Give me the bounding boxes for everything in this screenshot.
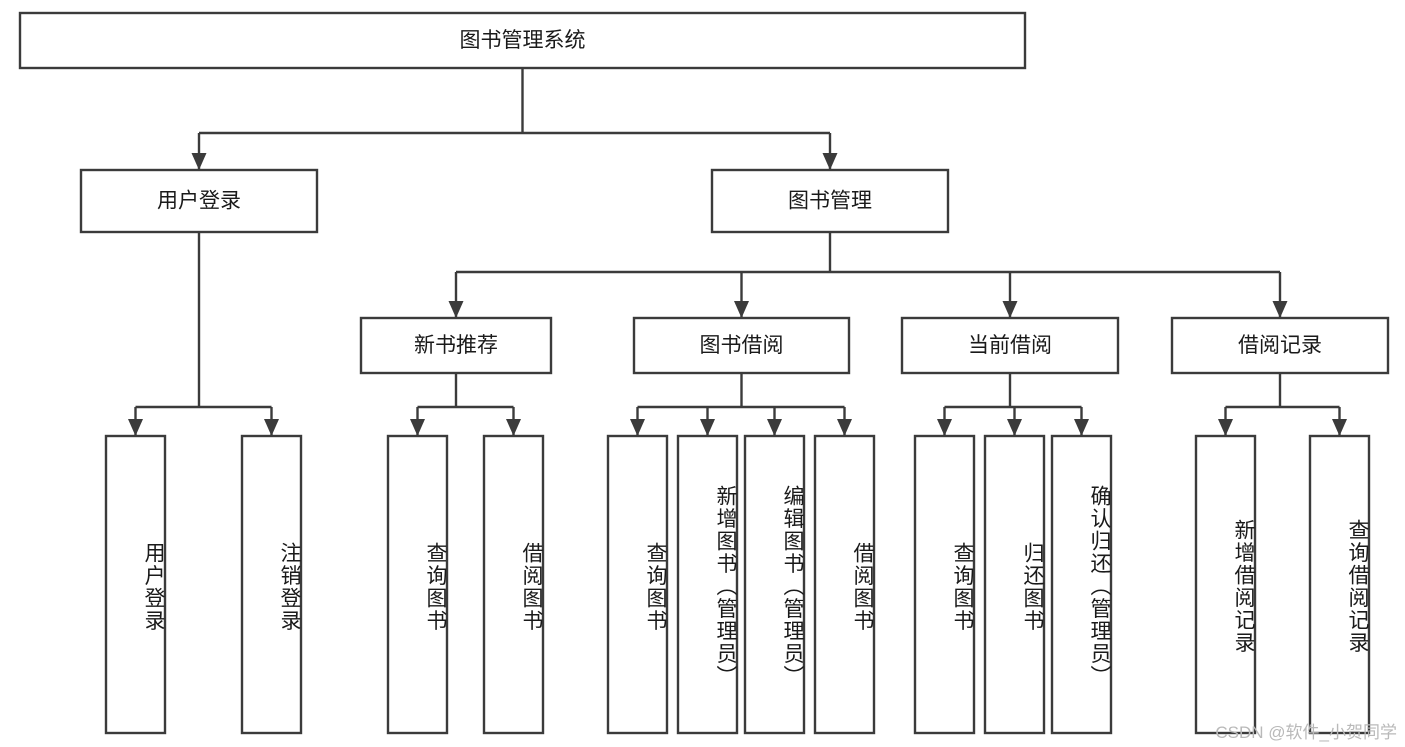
arrow-head-icon	[506, 419, 521, 436]
node-leaf-add-book[interactable]	[676, 434, 739, 735]
node-current-borrow[interactable]	[900, 316, 1120, 375]
node-new-book-rec[interactable]	[359, 316, 553, 375]
node-leaf-query-book-rec[interactable]	[386, 434, 449, 735]
arrow-head-icon	[837, 419, 852, 436]
node-leaf-borrow-book-rec[interactable]	[482, 434, 545, 735]
arrow-head-icon	[767, 419, 782, 436]
arrow-head-icon	[264, 419, 279, 436]
node-label-book-manage: 图书管理	[788, 190, 872, 213]
arrow-head-icon	[1218, 419, 1233, 436]
arrow-head-icon	[1002, 301, 1018, 318]
node-label-current-borrow: 当前借阅	[968, 334, 1052, 357]
arrow-head-icon	[700, 419, 715, 436]
node-label-borrow-record: 借阅记录	[1238, 334, 1322, 357]
arrow-head-icon	[410, 419, 425, 436]
node-leaf-confirm-return[interactable]	[1050, 434, 1113, 735]
arrow-head-icon	[448, 301, 464, 318]
arrow-head-icon	[822, 153, 838, 170]
node-leaf-borrow-book[interactable]	[813, 434, 876, 735]
node-leaf-query-book-borrow[interactable]	[606, 434, 669, 735]
arrow-head-icon	[128, 419, 143, 436]
arrow-head-icon	[1332, 419, 1347, 436]
arrow-head-icon	[191, 153, 207, 170]
node-borrow-record[interactable]	[1170, 316, 1390, 375]
node-user-login[interactable]	[79, 168, 319, 234]
connectors-layer	[128, 68, 1347, 436]
arrow-head-icon	[937, 419, 952, 436]
arrow-head-icon	[1007, 419, 1022, 436]
arrow-head-icon	[1074, 419, 1089, 436]
node-leaf-return-book[interactable]	[983, 434, 1046, 735]
node-leaf-user-login[interactable]	[104, 434, 167, 735]
node-label-new-book-rec: 新书推荐	[414, 334, 498, 357]
watermark: CSDN @软件_小贺同学	[1215, 723, 1397, 742]
node-leaf-edit-book[interactable]	[743, 434, 806, 735]
boxes-layer	[18, 11, 1390, 735]
node-root[interactable]	[18, 11, 1027, 70]
node-leaf-add-record[interactable]	[1194, 434, 1257, 735]
node-leaf-query-book-cur[interactable]	[913, 434, 976, 735]
arrow-head-icon	[1272, 301, 1288, 318]
node-leaf-query-record[interactable]	[1308, 434, 1371, 735]
node-book-borrow[interactable]	[632, 316, 851, 375]
node-book-manage[interactable]	[710, 168, 950, 234]
node-leaf-user-logout[interactable]	[240, 434, 303, 735]
arrow-head-icon	[734, 301, 749, 318]
node-label-root: 图书管理系统	[460, 29, 586, 52]
arrow-head-icon	[630, 419, 645, 436]
node-label-user-login: 用户登录	[157, 190, 241, 213]
node-label-book-borrow: 图书借阅	[700, 334, 784, 357]
